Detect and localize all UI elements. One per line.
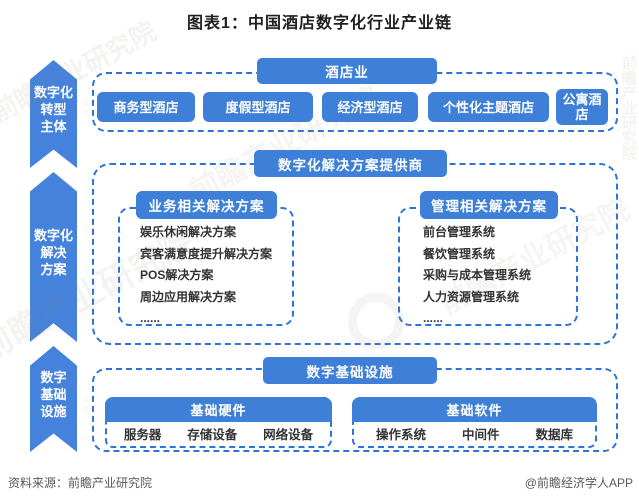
list-item: 宾客满意度提升解决方案 [140, 246, 273, 261]
hardware-header: 基础硬件 [105, 397, 332, 422]
hotel-type-theme: 个性化主题酒店 [428, 92, 549, 122]
list-item: 网络设备 [263, 427, 314, 442]
hotel-type-resort: 度假型酒店 [203, 92, 313, 122]
source-note: 资料来源：前瞻产业研究院 [8, 476, 153, 490]
chart-title: 图表1：中国酒店数字化行业产业链 [187, 15, 452, 32]
list-item: 存储设备 [187, 427, 238, 442]
software-items: 操作系统 中间件 数据库 [358, 421, 591, 445]
arrow-digital-solutions: 数字化 解决 方案 [30, 172, 77, 342]
hotel-type-business: 商务型酒店 [97, 92, 195, 122]
arrow-digital-infrastructure: 数字 基础 设施 [30, 346, 77, 452]
credit-note: @前瞻经济学人APP [524, 476, 633, 490]
hotel-type-apartment: 公寓酒店 [556, 89, 608, 125]
list-item: 中间件 [461, 427, 500, 442]
arrow-digital-transform-subject: 数字化 转型 主体 [30, 60, 77, 168]
business-solutions-list: 娱乐休闲解决方案 宾客满意度提升解决方案 POS解决方案 周边应用解决方案 ..… [140, 222, 272, 330]
management-solutions-list: 前台管理系统 餐饮管理系统 采购与成本管理系统 人力资源管理系统 ...... [423, 222, 531, 330]
hotel-type-economy: 经济型酒店 [322, 92, 418, 122]
list-item: 周边应用解决方案 [140, 289, 237, 304]
hardware-box: 基础硬件 服务器 存储设备 网络设备 [105, 397, 332, 448]
list-item: 前台管理系统 [423, 225, 496, 239]
software-header: 基础软件 [352, 397, 597, 422]
list-item: 娱乐休闲解决方案 [140, 225, 237, 239]
list-item: 数据库 [535, 427, 573, 442]
watermark-text: 前瞻产业研究院 [620, 55, 637, 160]
business-solutions-header: 业务相关解决方案 [136, 191, 277, 219]
hotels-section-header: 酒店业 [257, 58, 437, 84]
list-item: 人力资源管理系统 [423, 289, 520, 304]
list-item: 采购与成本管理系统 [423, 268, 532, 282]
management-solutions-header: 管理相关解决方案 [420, 191, 558, 219]
hardware-items: 服务器 存储设备 网络设备 [111, 421, 326, 445]
solutions-section-header: 数字化解决方案提供商 [254, 150, 447, 177]
list-item: 餐饮管理系统 [423, 246, 496, 261]
list-item: 操作系统 [375, 427, 426, 442]
software-box: 基础软件 操作系统 中间件 数据库 [352, 397, 597, 448]
list-item: POS解决方案 [140, 268, 214, 282]
list-item: ...... [140, 311, 161, 325]
list-item: 服务器 [123, 427, 162, 442]
list-item: ...... [423, 311, 444, 325]
infrastructure-section-header: 数字基础设施 [263, 357, 437, 384]
